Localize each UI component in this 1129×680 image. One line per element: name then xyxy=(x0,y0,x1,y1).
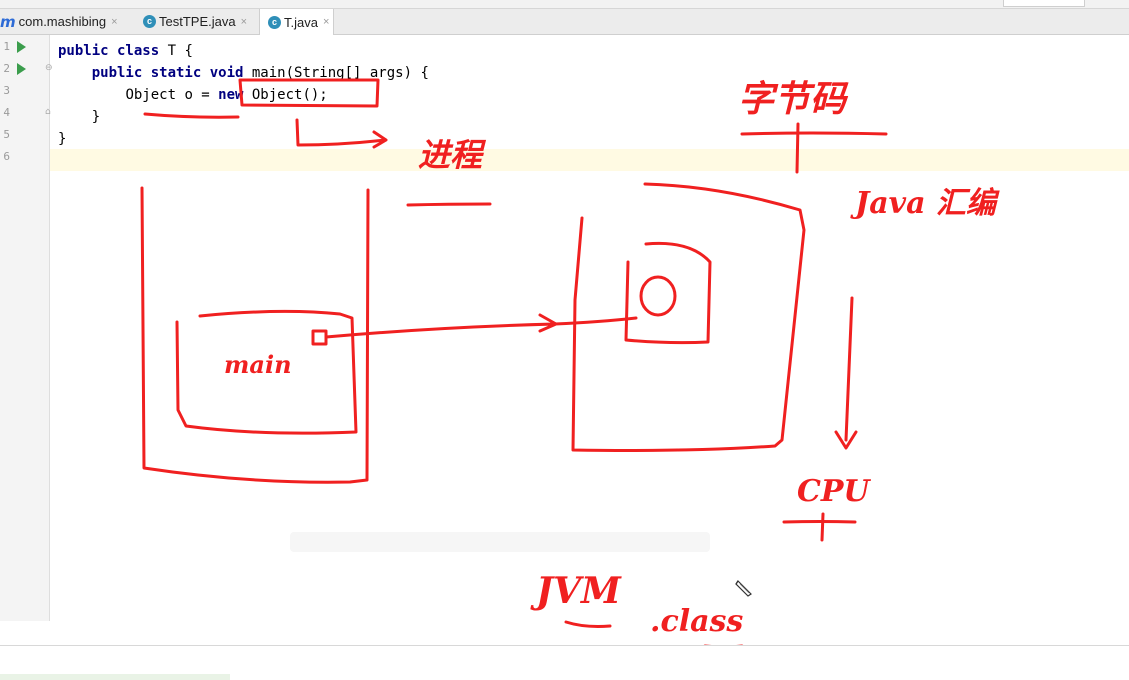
tab-testtpe-java[interactable]: c TestTPE.java × xyxy=(143,9,251,34)
status-strip xyxy=(0,674,230,680)
tab-com-mashibing[interactable]: m com.mashibing × xyxy=(0,9,122,34)
pencil-cursor-icon xyxy=(735,580,752,597)
code-text: Object o = xyxy=(125,87,219,103)
code-text: } xyxy=(91,109,101,125)
code-keyword: new xyxy=(218,87,244,103)
window-top-strip xyxy=(0,0,1129,9)
java-class-icon: c xyxy=(143,15,156,28)
close-icon[interactable]: × xyxy=(240,15,248,28)
code-text: T { xyxy=(159,43,193,59)
code-text: Object(); xyxy=(243,87,328,103)
code-editor[interactable]: 1 2 3 4 5 6 ⊖ ⌂ public class T { public … xyxy=(0,35,1129,645)
line-number: 5 xyxy=(3,128,10,141)
faded-overlay-text xyxy=(290,532,710,552)
source-code[interactable]: public class T { public static void main… xyxy=(58,40,429,150)
main-label: main xyxy=(224,350,292,379)
fold-icon[interactable]: ⊖ xyxy=(45,63,53,73)
bytecode-label: 字节码 xyxy=(738,78,847,120)
code-keyword: public class xyxy=(58,43,160,59)
java-class-icon: c xyxy=(268,15,281,29)
line-number: 3 xyxy=(3,84,10,97)
tab-label: com.mashibing xyxy=(18,14,107,29)
tab-label: TestTPE.java xyxy=(159,14,236,29)
code-text: } xyxy=(58,131,67,147)
line-number: 1 xyxy=(3,40,10,53)
close-icon[interactable]: × xyxy=(322,16,330,28)
editor-gutter: 1 2 3 4 5 6 ⊖ ⌂ xyxy=(0,35,53,621)
tab-label: T.java xyxy=(284,14,318,30)
cpu-label: CPU xyxy=(797,474,870,509)
toolbar-search-box[interactable] xyxy=(1003,0,1085,7)
current-line-highlight xyxy=(50,149,1129,171)
code-text: main(String[] args) { xyxy=(243,65,429,81)
interpreter-label: Java 汇编 xyxy=(855,186,996,221)
line-number: 4 xyxy=(3,106,10,119)
run-main-icon[interactable] xyxy=(17,63,26,75)
class-label: .class xyxy=(650,604,744,639)
line-number: 2 xyxy=(3,62,10,75)
maven-module-icon: m xyxy=(0,12,16,31)
close-icon[interactable]: × xyxy=(111,15,118,28)
bottom-panel xyxy=(0,645,1129,680)
process-label: 进程 xyxy=(418,136,483,174)
fold-end-icon[interactable]: ⌂ xyxy=(45,107,51,117)
code-keyword: public static void xyxy=(91,65,244,81)
jvm-label: JVM xyxy=(536,570,621,612)
line-number: 6 xyxy=(3,150,10,163)
editor-tab-bar: m com.mashibing × c TestTPE.java × c T.j… xyxy=(0,9,1129,35)
run-class-icon[interactable] xyxy=(17,41,26,53)
tab-t-java[interactable]: c T.java × xyxy=(259,9,335,35)
